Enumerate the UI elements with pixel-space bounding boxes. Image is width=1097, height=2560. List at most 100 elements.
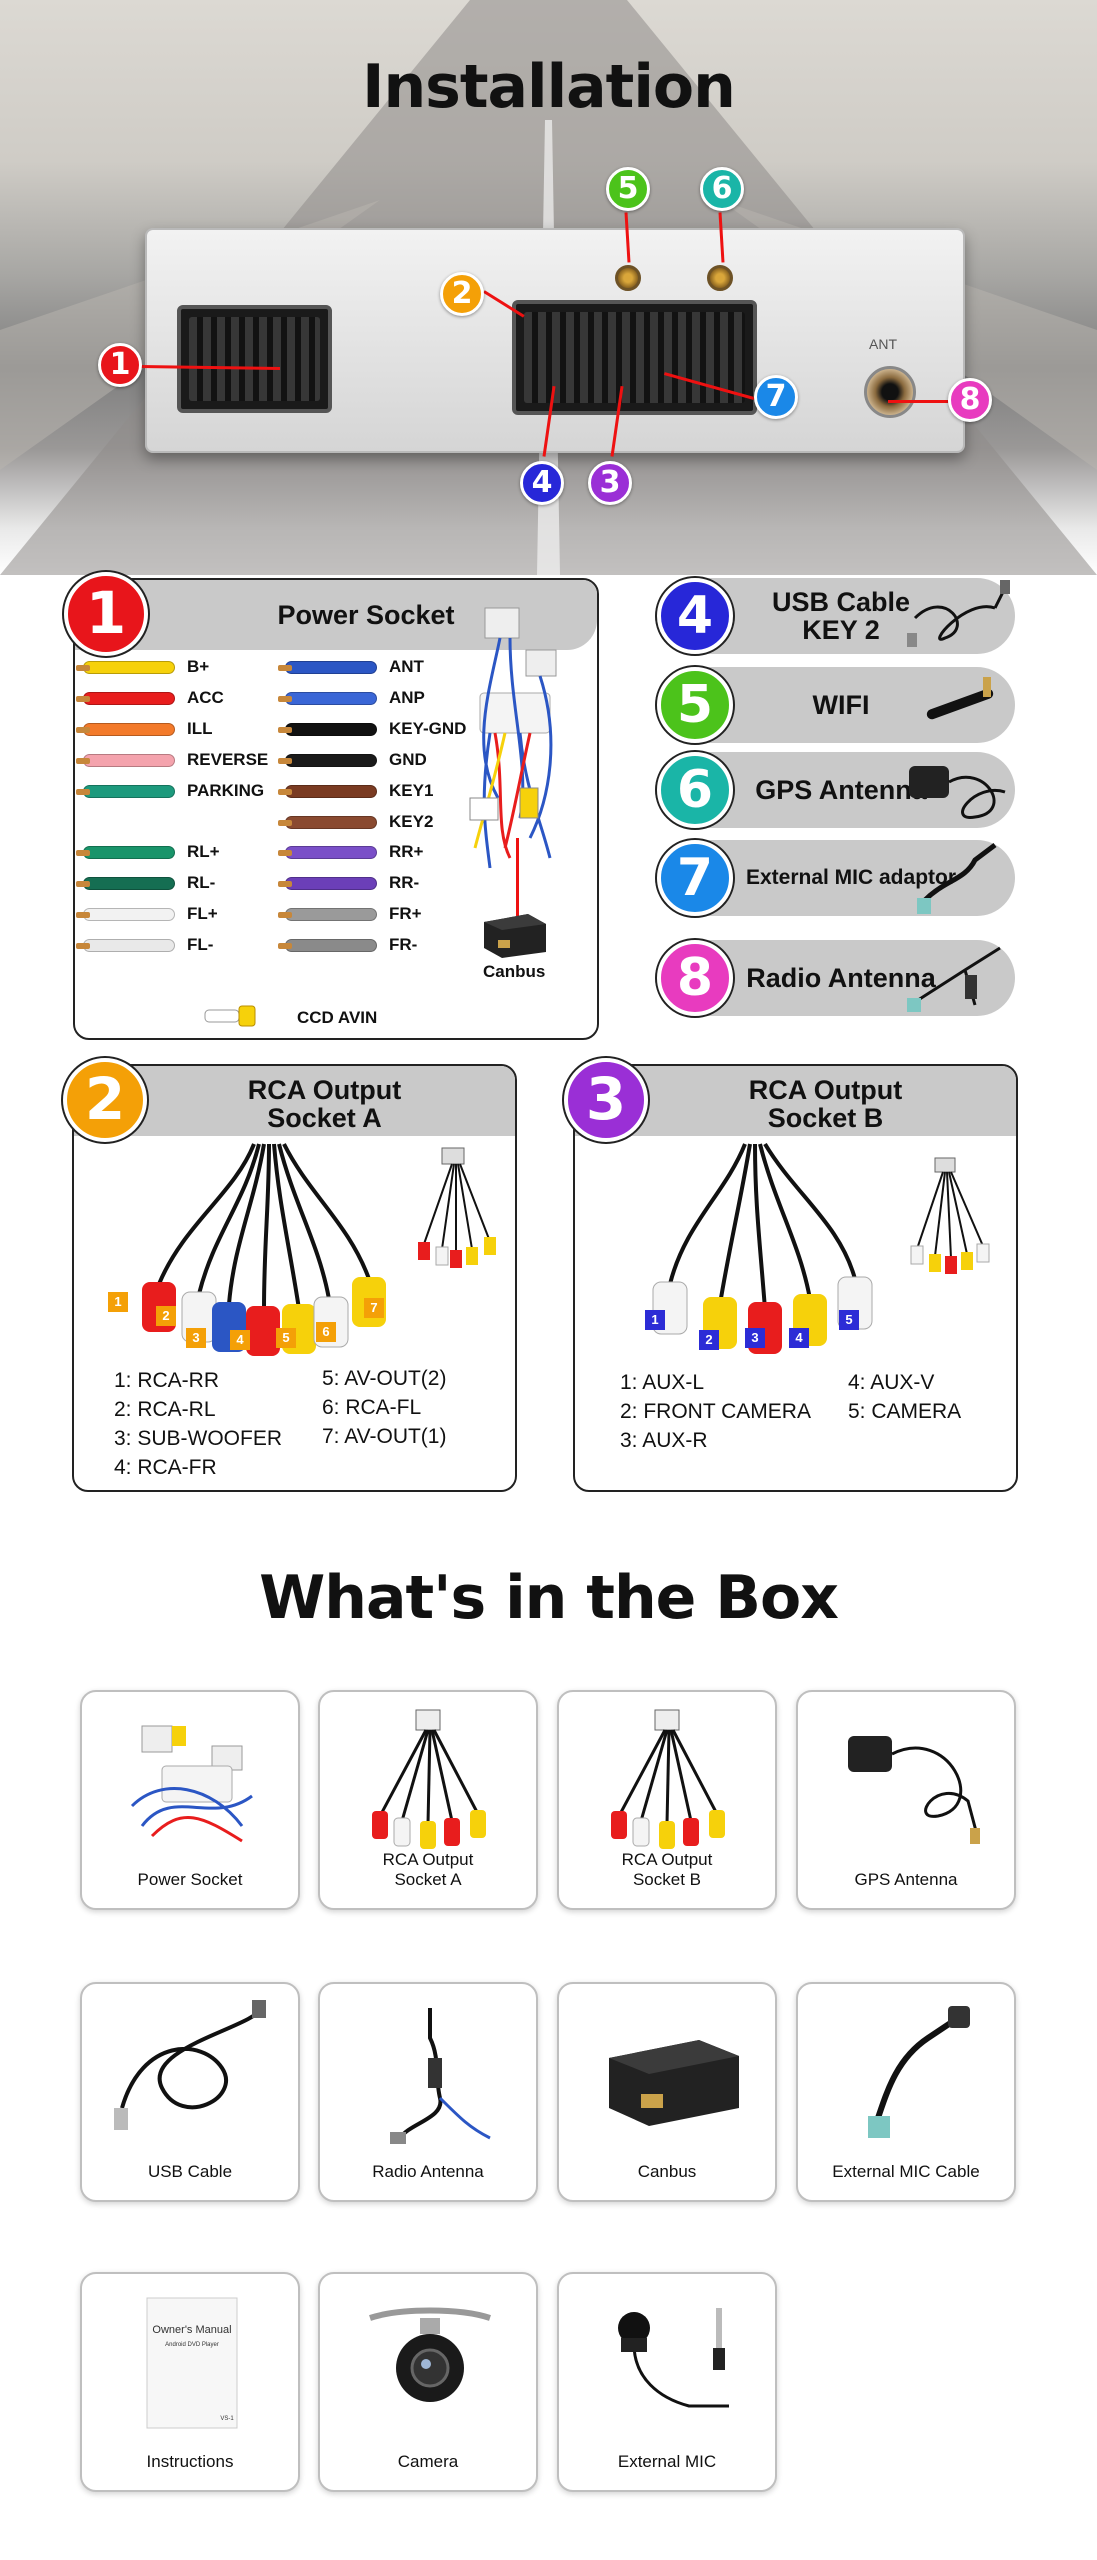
legend-item: 7: AV-OUT(1) [322,1425,447,1448]
wire-label: RR- [389,873,420,892]
wire-row: PARKING [76,776,265,806]
wire-swatch [76,876,175,890]
wire-swatch [76,938,175,952]
callout-badge-8: 8 [948,378,992,422]
wire-row: ANP [278,683,425,713]
accessory-pill-8: 8 Radio Antenna [655,940,1015,1016]
box-item-label: Camera [397,2452,459,2471]
harness-image [469,607,557,869]
wire-label: ANT [389,657,424,676]
microphone-icon [618,2308,729,2408]
accessory-label: Radio Antenna [746,963,936,993]
mic-cable-icon [868,2006,970,2138]
wire-label: KEY1 [389,781,434,800]
wire-label: PARKING [187,781,265,800]
rca-b-tag-3: 3 [745,1328,765,1348]
power-socket-title: Power Socket [277,600,455,630]
wire-label: RL+ [187,842,220,861]
accessory-badge-5: 5 [657,667,733,743]
rca-b-cable-image [652,1142,873,1354]
box-item-card: Radio Antenna [318,1982,538,2202]
box-item-card: RCA Output Socket A [318,1690,538,1910]
gps-jack [707,265,733,291]
wire-swatch [278,938,377,952]
box-item-label: GPS Antenna [854,1870,958,1889]
wire-row: KEY1 [278,776,434,806]
rca-a-tag-2: 2 [156,1306,176,1326]
accessory-image [909,766,1006,819]
accessory-label: WIFI [812,690,870,720]
accessory-badge-8: 8 [657,940,733,1016]
callout-badge-3: 3 [588,461,632,505]
callout-badge-2: 2 [440,272,484,316]
legend-item: 6: RCA-FL [322,1396,422,1419]
wire-label: KEY2 [389,812,434,831]
wire-label: ACC [187,688,224,707]
wire-row: GND [278,745,427,775]
box-item-label: Power Socket [137,1870,243,1889]
wire-label: REVERSE [187,750,269,769]
box-item-card: USB Cable [80,1982,300,2202]
accessory-badge-6: 6 [657,752,733,828]
wire-row: RR+ [278,837,423,867]
wire-label: FR+ [389,904,422,923]
box-item-card: External MIC [557,2272,777,2492]
wire-row: KEY2 [278,807,434,837]
canbus-image [484,914,546,958]
box-item-card: Camera [318,2272,538,2492]
wire-row: RL- [76,868,215,898]
wire-swatch [278,876,377,890]
ccd-avin-label: CCD AVIN [297,1008,378,1027]
wire-swatch [278,815,377,829]
box-item-card: External MIC Cable [796,1982,1016,2202]
accessory-badge-7: 7 [657,840,733,916]
wire-swatch [278,722,377,736]
rca-b-tag-4: 4 [789,1328,809,1348]
rca-b-tag-5: 5 [839,1310,859,1330]
wire-row: FR- [278,930,418,960]
wire-label: FR- [389,935,418,954]
wire-swatch [278,845,377,859]
legend-item: 4: RCA-FR [114,1456,217,1479]
wire-label: FL+ [187,904,218,923]
legend-item: 2: RCA-RL [114,1398,216,1421]
wifi-jack [615,265,641,291]
box-item-card: Canbus [557,1982,777,2202]
rca-a-badge: 2 [63,1058,147,1142]
callout-badge-5: 5 [606,167,650,211]
box-item-label: External MIC Cable [832,2162,980,2181]
wire-row: FL- [76,930,213,960]
wire-row: RR- [278,868,420,898]
rca-b-legend-right: 4: AUX-V 5: CAMERA [848,1368,961,1426]
rca-a-tag-6: 6 [316,1322,336,1342]
box-item-card: GPS Antenna [796,1690,1016,1910]
camera-icon [369,2307,491,2402]
rca-a-tag-5: 5 [276,1328,296,1348]
box-title: What's in the Box [259,1563,839,1633]
wire-label: ILL [187,719,213,738]
wire-row: ILL [76,714,213,744]
accessory-pill-7: 7 External MIC adaptor [655,840,1015,916]
ccd-avin-plug-icon [204,1005,256,1027]
wire-swatch [76,722,175,736]
box-item-label: Canbus [637,2162,697,2181]
wire-row: ANT [278,652,424,682]
power-connector [177,305,332,413]
legend-item: 1: AUX-L [620,1371,705,1394]
accessory-label: External MIC adaptor [745,866,957,889]
canbus-label: Canbus [483,962,546,981]
wire-row: FL+ [76,899,218,929]
legend-item: 5: CAMERA [848,1400,962,1423]
wire-label: ANP [389,688,425,707]
legend-item: 4: AUX-V [848,1371,935,1394]
wire-swatch [278,753,377,767]
rca-a-tag-1: 1 [108,1292,128,1312]
box-item-card: RCA Output Socket B [557,1690,777,1910]
